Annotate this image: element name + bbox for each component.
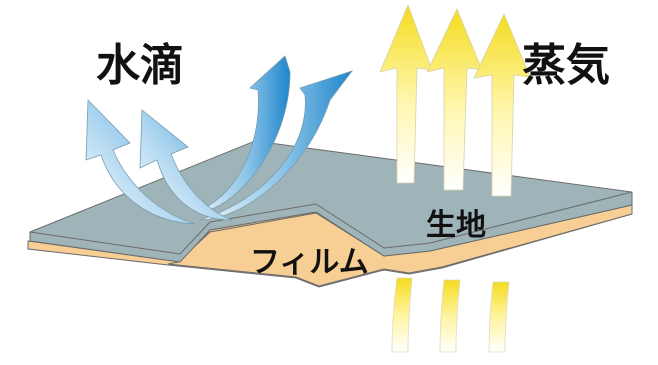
vapor-label: 蒸気 (522, 40, 610, 91)
up-arrow-icon (473, 13, 531, 197)
film-layer-top (167, 204, 633, 287)
fabric-layer-edge (29, 191, 633, 255)
film-label: フィルム (250, 245, 369, 280)
water-arrows (85, 55, 354, 225)
curved-arrow-icon (139, 109, 233, 221)
water-droplet-label: 水滴 (96, 40, 184, 91)
curved-arrow-icon (85, 99, 196, 225)
up-arrow-icon (379, 3, 433, 184)
fabric-label: 生地 (426, 208, 486, 243)
up-arrow-icon (439, 279, 461, 353)
up-arrow-icon (426, 8, 483, 191)
vapor-arrows-top (379, 3, 531, 197)
vapor-arrows-bottom (391, 277, 510, 353)
curved-arrow-icon (199, 70, 354, 221)
up-arrow-icon (391, 277, 413, 353)
up-arrow-icon (488, 281, 510, 353)
